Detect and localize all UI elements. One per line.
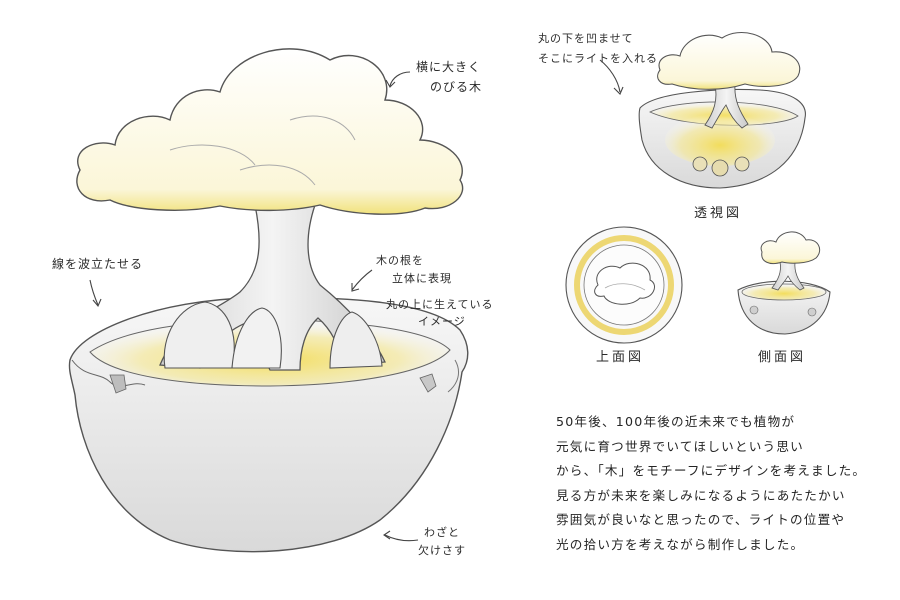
side-view-caption: 側面図 [758, 350, 807, 365]
perspective-view-caption: 透視図 [694, 206, 743, 221]
annotation-arrows [89, 59, 624, 542]
description-line-2: 元気に育つ世界でいてほしいという思い [556, 438, 804, 454]
description-line-5: 雰囲気が良いなと思ったので、ライトの位置や [556, 512, 846, 527]
chip-note-line2: 欠けさす [418, 544, 466, 557]
crown-note-line2: のびる木 [430, 80, 483, 94]
roots-note-line2: 立体に表現 [392, 272, 452, 285]
roots-note-line1: 木の根を [376, 254, 424, 267]
waves-note: 線を波立たせる [52, 257, 144, 271]
top-view-caption: 上面図 [596, 350, 645, 365]
description-line-3: から、「木」をモチーフにデザインを考えました。 [556, 463, 867, 478]
crown-note-line1: 横に大きく [416, 60, 482, 74]
chip-note-line1: わざと [424, 526, 460, 539]
light-note-line1: 丸の下を凹ませて [538, 32, 634, 45]
side-view-drawing [737, 231, 831, 335]
description-line-4: 見る方が未来を楽しみになるようにあたたかい [556, 487, 846, 503]
roots-note-line3: 丸の上に生えている [386, 298, 494, 311]
design-description: 50年後、100年後の近未来でも植物が 元気に育つ世界でいてほしいという思い か… [556, 410, 886, 557]
light-note-line2: そこにライトを入れる [538, 52, 658, 65]
description-line-1: 50年後、100年後の近未来でも植物が [556, 414, 796, 429]
perspective-view-drawing [638, 31, 806, 189]
main-tree-crown [76, 48, 464, 215]
top-view-drawing [565, 226, 683, 344]
roots-note-line4: イメージ [418, 315, 466, 328]
description-line-6: 光の拾い方を考えながら制作しました。 [556, 536, 805, 552]
main-tree-trunk [159, 204, 386, 371]
